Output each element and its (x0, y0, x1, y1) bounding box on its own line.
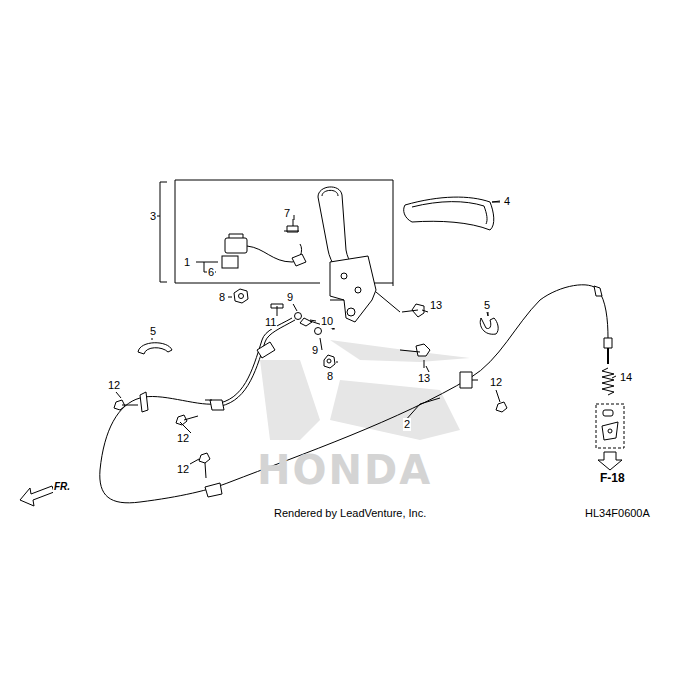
callout-number: 13 (429, 299, 443, 312)
callout-number: 13 (417, 372, 431, 385)
callout-number: 4 (503, 195, 511, 208)
callout-number: 14 (619, 371, 633, 384)
callout-number: 9 (286, 291, 294, 304)
callout-number: 12 (489, 376, 503, 389)
callout-number: 12 (107, 379, 121, 392)
front-indicator: FR. (53, 481, 71, 493)
callout-number: 3 (149, 210, 157, 223)
callout-number: 6 (207, 266, 215, 279)
watermark: HONDA (256, 449, 433, 491)
callout-number: 12 (176, 463, 190, 476)
watermark-wing (260, 340, 470, 440)
page-reference: F-18 (599, 471, 626, 485)
callout-number: 5 (149, 325, 157, 338)
callout-number: 1 (183, 256, 191, 269)
callout-number: 9 (311, 344, 319, 357)
callout-number: 7 (283, 207, 291, 220)
callout-number: 11 (264, 316, 277, 329)
callout-number: 10 (320, 315, 334, 328)
callout-number: 8 (218, 291, 226, 304)
callout-number: 5 (483, 299, 491, 312)
credit-note: Rendered by LeadVenture, Inc. (273, 507, 427, 520)
callout-number: 12 (176, 432, 190, 445)
callout-number: 8 (326, 370, 334, 383)
diagram-code: HL34F0600A (584, 507, 651, 520)
callout-number: 2 (403, 418, 411, 431)
